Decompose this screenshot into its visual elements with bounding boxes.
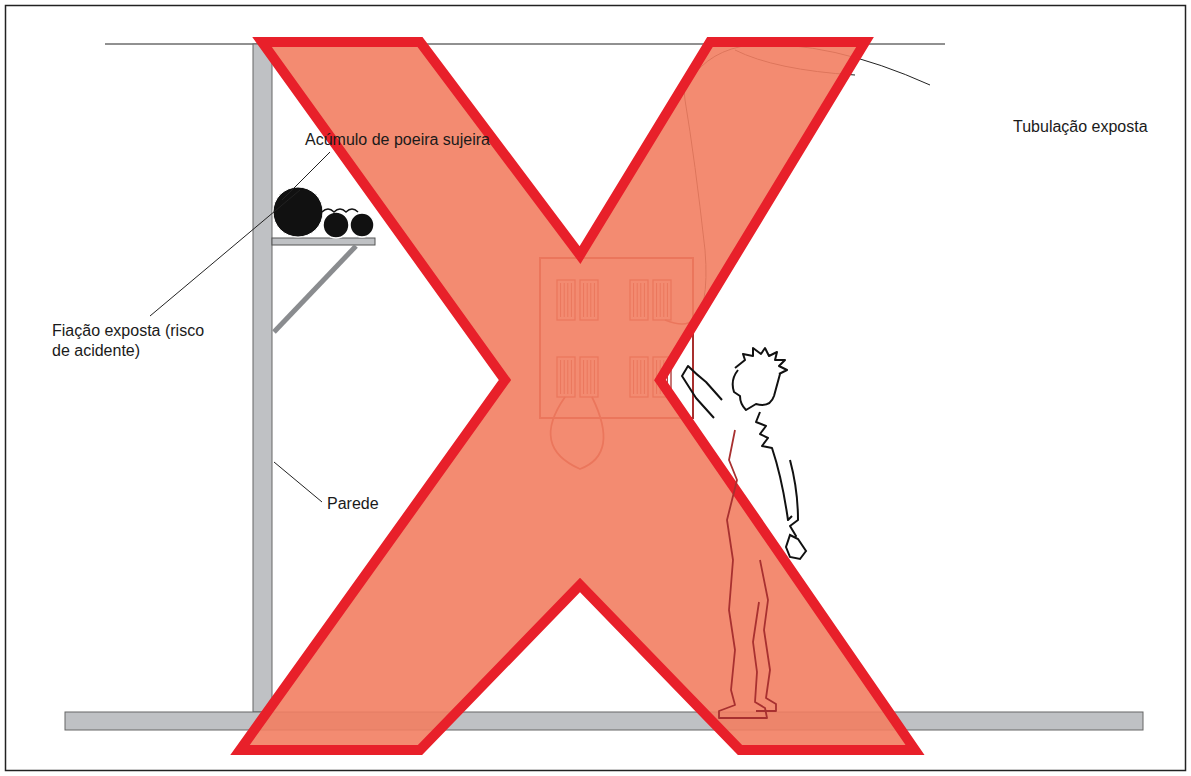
callout-label: Parede bbox=[327, 494, 379, 514]
callout-label: Fiação exposta (risco de acidente) bbox=[52, 321, 210, 361]
callout-label: Tubulação exposta bbox=[1013, 117, 1148, 137]
callout-label: Acúmulo de poeira sujeira bbox=[305, 130, 490, 150]
